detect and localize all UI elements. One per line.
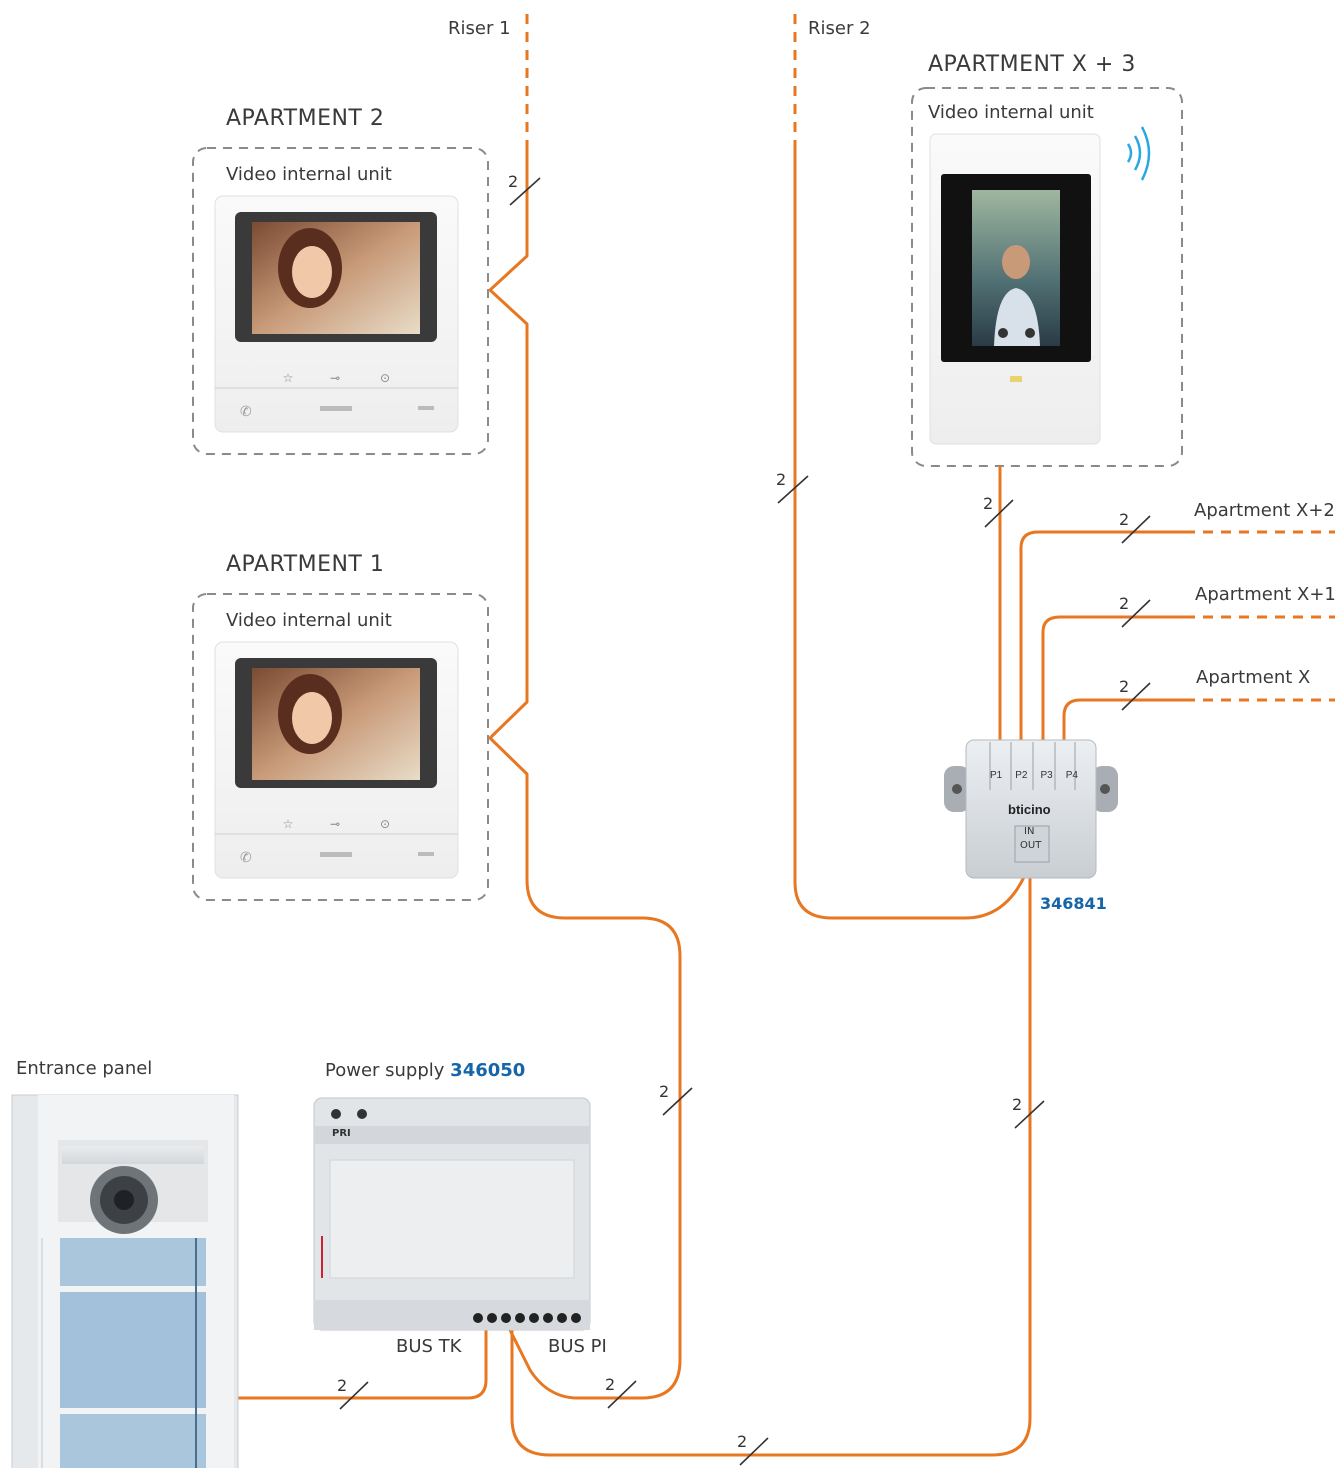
entrance-panel-label: Entrance panel bbox=[16, 1058, 153, 1079]
wire-count: 2 bbox=[508, 172, 519, 191]
wire-count: 2 bbox=[983, 494, 994, 513]
svg-text:☆: ☆ bbox=[283, 817, 294, 831]
distributor-in-label: IN bbox=[1024, 826, 1035, 837]
apartment-x3-title: APARTMENT X + 3 bbox=[928, 52, 1136, 77]
port-p4: P4 bbox=[1065, 770, 1078, 781]
wire-count: 2 bbox=[737, 1432, 748, 1451]
svg-text:⊙: ⊙ bbox=[380, 817, 390, 831]
bus-tk-label: BUS TK bbox=[396, 1336, 462, 1357]
port-p1: P1 bbox=[990, 770, 1003, 781]
svg-text:⊸: ⊸ bbox=[330, 371, 340, 385]
svg-text:✆: ✆ bbox=[240, 850, 252, 866]
riser-1-label: Riser 1 bbox=[448, 18, 511, 39]
wire-slashes bbox=[339, 177, 1151, 1466]
distributor-code: 346841 bbox=[1040, 894, 1107, 913]
apartment-1-unit-label: Video internal unit bbox=[226, 610, 392, 631]
port-p2: P2 bbox=[1015, 770, 1028, 781]
svg-text:☆: ☆ bbox=[283, 371, 294, 385]
apartment-1-frame bbox=[192, 593, 489, 901]
entrance-panel-device bbox=[11, 1094, 239, 1468]
wire-count: 2 bbox=[659, 1082, 670, 1101]
bus-pi-label: BUS PI bbox=[548, 1336, 607, 1357]
apartment-x3-unit-label: Video internal unit bbox=[928, 102, 1094, 123]
wire-count: 2 bbox=[776, 470, 787, 489]
wire-count: 2 bbox=[605, 1375, 616, 1394]
power-supply-code: 346050 bbox=[450, 1060, 526, 1081]
apartment-2-title: APARTMENT 2 bbox=[226, 106, 385, 131]
power-supply-pri: PRI bbox=[332, 1128, 351, 1139]
distributor-brand: bticino bbox=[1008, 802, 1051, 817]
apartment-1-title: APARTMENT 1 bbox=[226, 552, 385, 577]
wire-count: 2 bbox=[1012, 1095, 1023, 1114]
branch-label-x: Apartment X bbox=[1196, 667, 1311, 688]
distributor-out-label: OUT bbox=[1020, 840, 1042, 851]
power-supply-text: Power supply bbox=[325, 1060, 445, 1081]
branch-label-x2: Apartment X+2 bbox=[1194, 500, 1335, 521]
power-supply-device bbox=[313, 1097, 591, 1331]
wire-count: 2 bbox=[1119, 510, 1130, 529]
power-supply-label: Power supply 346050 bbox=[325, 1060, 525, 1081]
video-internal-unit-aptx3 bbox=[929, 133, 1101, 445]
riser-2-label: Riser 2 bbox=[808, 18, 871, 39]
svg-text:⊸: ⊸ bbox=[330, 817, 340, 831]
wifi-icon bbox=[1126, 126, 1151, 181]
port-p3: P3 bbox=[1040, 770, 1053, 781]
apartment-2-frame bbox=[192, 147, 489, 455]
video-internal-unit-apt2: ☆ ⊸ ⊙ ✆ bbox=[214, 195, 459, 433]
wire-count: 2 bbox=[337, 1376, 348, 1395]
video-internal-unit-apt1: ☆ ⊸ ⊙ ✆ bbox=[214, 641, 459, 879]
wire-count: 2 bbox=[1119, 677, 1130, 696]
apartment-x3-frame bbox=[911, 87, 1183, 467]
distributor-ports: P1 P2 P3 P4 bbox=[990, 770, 1078, 781]
wire-count: 2 bbox=[1119, 594, 1130, 613]
wires bbox=[238, 140, 1185, 1457]
svg-text:⊙: ⊙ bbox=[380, 371, 390, 385]
branch-label-x1: Apartment X+1 bbox=[1195, 584, 1335, 605]
distributor-346841 bbox=[944, 739, 1118, 879]
apartment-2-unit-label: Video internal unit bbox=[226, 164, 392, 185]
terminal-screws bbox=[473, 1313, 581, 1323]
branch-dashed bbox=[1185, 530, 1335, 702]
svg-text:✆: ✆ bbox=[240, 404, 252, 420]
